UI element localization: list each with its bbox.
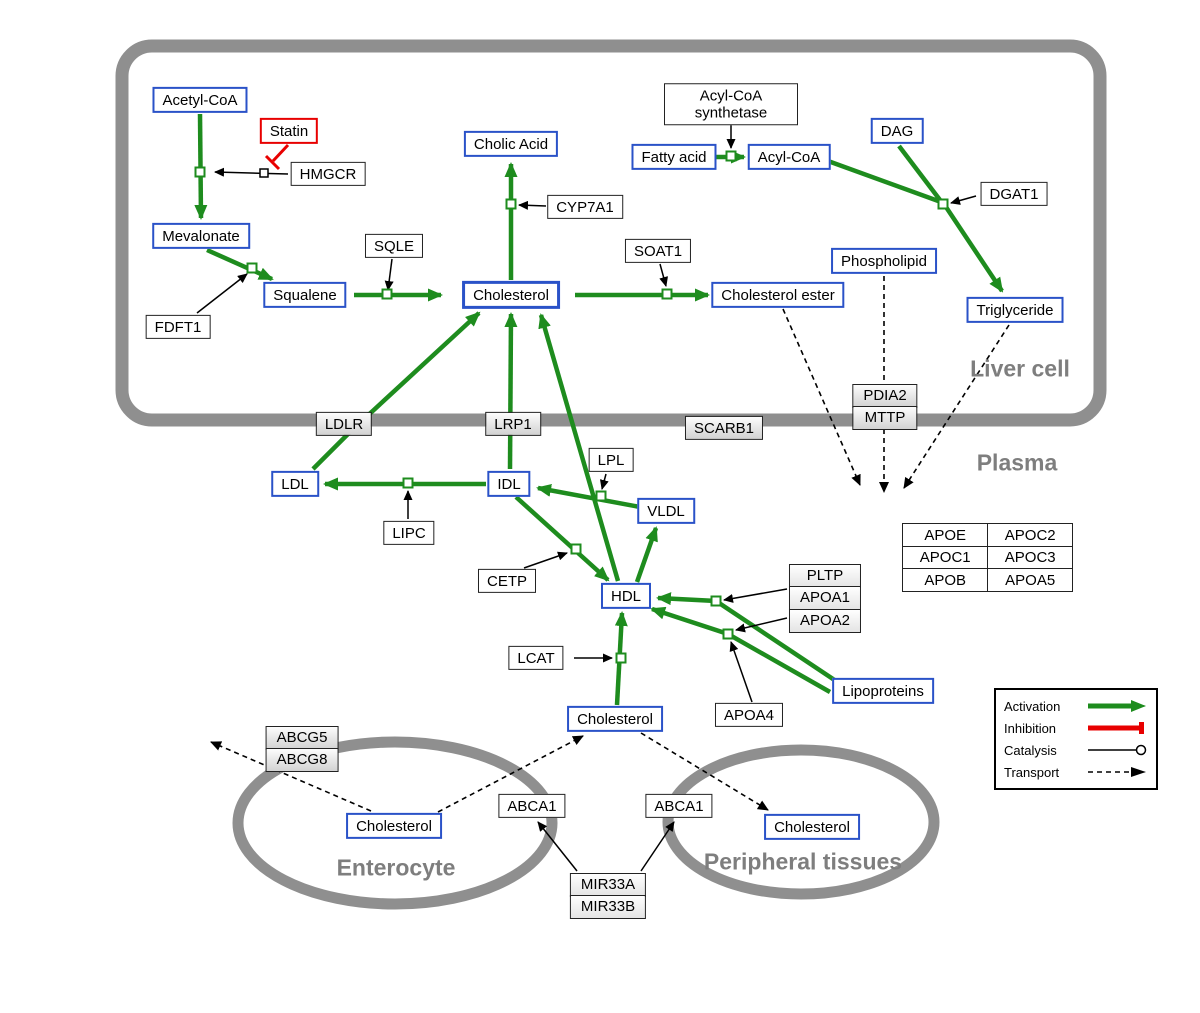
enterocyte-label: Enterocyte (336, 854, 456, 881)
inhibition-bar-icon (1088, 722, 1144, 734)
node-cholesterol-peripheral: Cholesterol (764, 813, 860, 841)
legend-inhibition-label: Inhibition (1004, 720, 1057, 736)
legend-catalysis-label: Catalysis (1004, 742, 1057, 758)
node-soat1: SOAT1 (624, 238, 692, 264)
node-squalene: Squalene (263, 281, 347, 309)
node-apoa1: APOA1 (788, 586, 862, 611)
enterocyte-membrane (232, 736, 558, 910)
apo-cell-apob: APOB (902, 568, 989, 593)
node-hdl: HDL (600, 582, 652, 610)
node-hmgcr: HMGCR (290, 161, 366, 187)
node-ldlr: LDLR (315, 411, 373, 437)
node-lipc: LIPC (383, 520, 435, 546)
apo-cell-apoc2: APOC2 (987, 523, 1074, 547)
apo-cell-apoe: APOE (902, 523, 989, 547)
node-sqle: SQLE (364, 233, 424, 259)
node-abcg8: ABCG8 (265, 748, 339, 773)
node-mevalonate: Mevalonate (152, 222, 250, 250)
node-mir33a: MIR33A (569, 873, 647, 897)
node-cholesterol-plasma: Cholesterol (567, 705, 663, 733)
liver-cell-membrane (115, 39, 1107, 427)
apolipoprotein-table: APOE APOC2 APOC1 APOC3 APOB APOA5 (902, 523, 1074, 593)
node-scarb1: SCARB1 (684, 415, 764, 441)
node-abca1-right: ABCA1 (645, 793, 713, 819)
node-dag: DAG (870, 117, 924, 145)
node-acetyl-coa: Acetyl-CoA (152, 86, 248, 114)
node-apoa2: APOA2 (788, 608, 862, 633)
abcg-stack: ABCG5 ABCG8 (265, 726, 339, 773)
node-statin: Statin (259, 117, 319, 145)
pdia2-mttp-stack: PDIA2 MTTP (852, 384, 918, 431)
node-mttp: MTTP (852, 406, 918, 431)
node-idl: IDL (487, 470, 531, 498)
node-apoa4: APOA4 (714, 702, 784, 728)
node-cyp7a1: CYP7A1 (547, 194, 623, 220)
node-cholic-acid: Cholic Acid (463, 130, 559, 158)
legend-inhibition-row: Inhibition (1004, 721, 1148, 736)
node-ldl: LDL (271, 470, 319, 498)
node-acyl-coa-synthetase: Acyl-CoA synthetase (664, 83, 798, 125)
legend-transport-label: Transport (1004, 764, 1060, 780)
membranes (115, 39, 1107, 910)
catalysis-edges (196, 125, 977, 872)
node-vldl: VLDL (637, 497, 695, 525)
liver-cell-label: Liver cell (970, 355, 1070, 382)
catalysis-site-marker (259, 168, 269, 178)
legend-transport-row: Transport (1004, 765, 1148, 780)
node-cholesterol-liver: Cholesterol (462, 280, 560, 310)
inhibition-edge (264, 143, 290, 171)
activation-arrow-icon (1088, 700, 1146, 712)
node-dgat1: DGAT1 (980, 181, 1048, 207)
node-abcg5: ABCG5 (265, 726, 339, 750)
peripheral-tissues-label: Peripheral tissues (703, 848, 903, 875)
node-fatty-acid: Fatty acid (631, 143, 717, 171)
transport-dashed-arrow-icon (1088, 767, 1146, 777)
reaction-nodes (194, 150, 949, 664)
node-abca1-left: ABCA1 (498, 793, 566, 819)
legend-catalysis-row: Catalysis (1004, 743, 1148, 758)
node-pltp: PLTP (788, 564, 862, 588)
legend: Activation Inhibition Catalysis Transpor… (994, 688, 1158, 790)
apo-cell-apoc3: APOC3 (987, 545, 1074, 570)
mir33-stack: MIR33A MIR33B (569, 873, 647, 920)
node-cetp: CETP (477, 568, 537, 594)
node-lipoproteins: Lipoproteins (832, 677, 934, 705)
plasma-label: Plasma (976, 449, 1058, 476)
catalysis-circle-icon (1088, 744, 1147, 756)
legend-activation-label: Activation (1004, 698, 1061, 714)
legend-activation-row: Activation (1004, 699, 1148, 714)
pltp-apoa-stack: PLTP APOA1 APOA2 (788, 564, 862, 633)
node-phospholipid: Phospholipid (831, 247, 937, 275)
apo-cell-apoc1: APOC1 (902, 545, 989, 570)
node-lcat: LCAT (508, 645, 564, 671)
node-mir33b: MIR33B (569, 895, 647, 920)
node-cholesterol-enterocyte: Cholesterol (346, 812, 442, 840)
node-acyl-coa: Acyl-CoA (747, 143, 831, 171)
apo-cell-apoa5: APOA5 (987, 568, 1074, 593)
node-cholesterol-ester: Cholesterol ester (711, 281, 845, 309)
node-lpl: LPL (588, 447, 634, 473)
node-lrp1: LRP1 (485, 411, 541, 437)
node-fdft1: FDFT1 (145, 314, 211, 340)
node-pdia2: PDIA2 (852, 384, 918, 408)
node-triglyceride: Triglyceride (966, 296, 1064, 324)
